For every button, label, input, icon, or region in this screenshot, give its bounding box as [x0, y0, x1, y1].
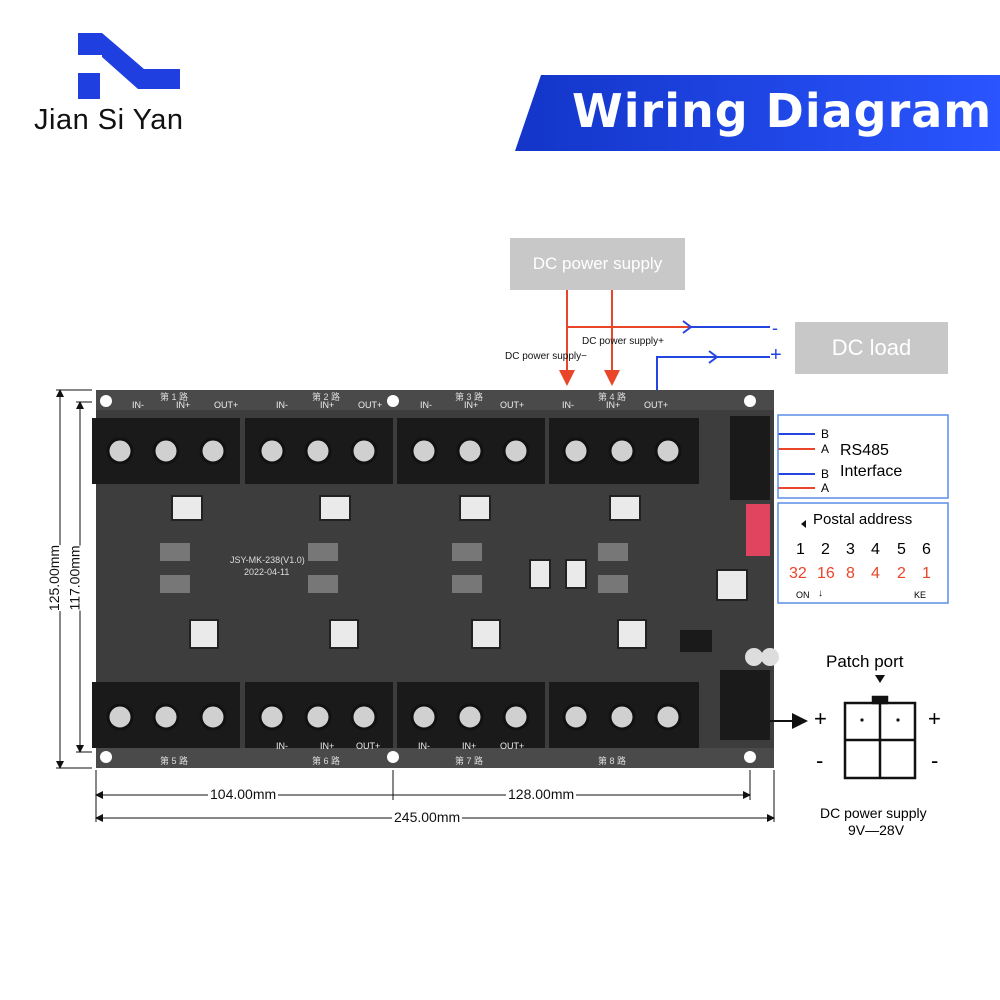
- brand-logo-icon: [78, 33, 180, 99]
- load-plus: +: [770, 344, 782, 366]
- terminal-label: OUT+: [358, 400, 383, 410]
- psu-minus-label: DC power supply−: [505, 351, 587, 362]
- terminal-label: IN+: [464, 400, 479, 410]
- patch-port-connector: [720, 670, 770, 740]
- terminal-label: IN+: [462, 741, 477, 751]
- terminal-label: OUT+: [500, 741, 525, 751]
- postal-position: 2: [821, 541, 830, 558]
- load-minus: -: [772, 318, 778, 338]
- dim-height-outer: 125.00mm: [46, 544, 63, 612]
- rs485-title: RS485: [840, 442, 889, 459]
- rs485-subtitle: Interface: [840, 463, 903, 480]
- postal-weight: 1: [922, 565, 931, 582]
- postal-weight: 8: [846, 565, 855, 582]
- postal-position: 6: [922, 541, 931, 558]
- rs485-connector: [730, 416, 770, 500]
- postal-position: 5: [897, 541, 906, 558]
- rs485-b1: B: [821, 427, 830, 441]
- dc-power-supply-box: DC power supply: [510, 238, 685, 290]
- postal-position: 3: [846, 541, 855, 558]
- banner-background: [515, 75, 1000, 151]
- postal-position: 1: [796, 541, 805, 558]
- board-model: JSY-MK-238(V1.0): [230, 555, 305, 565]
- bottom-screws: [106, 703, 682, 731]
- psu-plus-label: DC power supply+: [582, 336, 664, 347]
- postal-address-box: [777, 502, 949, 604]
- channel-8-label: 第 8 路: [598, 756, 627, 766]
- dim-width-total: 245.00mm: [392, 809, 463, 825]
- chips: [171, 495, 748, 649]
- terminal-label: IN-: [418, 741, 430, 751]
- channel-6-label: 第 6 路: [312, 756, 341, 766]
- terminal-label: OUT+: [214, 400, 239, 410]
- banner-title: Wiring Diagram: [572, 84, 993, 138]
- rs485-box: [777, 414, 949, 499]
- terminal-label: IN+: [320, 400, 335, 410]
- patch-plus-right: +: [928, 706, 941, 731]
- terminal-label: IN-: [276, 400, 288, 410]
- dim-width-left: 104.00mm: [208, 786, 279, 802]
- board-date: 2022-04-11: [244, 567, 290, 577]
- patch-voltage: 9V—28V: [848, 822, 905, 838]
- postal-on-label: ON: [796, 590, 810, 600]
- dim-height-inner: 117.00mm: [66, 545, 83, 611]
- terminal-label: IN+: [320, 741, 335, 751]
- channel-3-label: 第 3 路: [455, 392, 484, 402]
- postal-weight: 4: [871, 565, 880, 582]
- rs485-a1: A: [821, 442, 830, 456]
- postal-weight: 2: [897, 565, 906, 582]
- rs485-b2: B: [821, 467, 830, 481]
- channel-2-label: 第 2 路: [312, 392, 341, 402]
- brand-name: Jian Si Yan: [34, 104, 184, 136]
- postal-weight: 16: [817, 565, 835, 582]
- postal-ke-label: KE: [914, 590, 927, 600]
- terminal-label: IN-: [420, 400, 432, 410]
- channel-1-label: 第 1 路: [160, 392, 189, 402]
- terminal-label: OUT+: [500, 400, 525, 410]
- postal-position: 4: [871, 541, 880, 558]
- channel-5-label: 第 5 路: [160, 756, 189, 766]
- terminal-label: IN+: [176, 400, 191, 410]
- terminal-label: IN-: [132, 400, 144, 410]
- terminal-label: IN-: [276, 741, 288, 751]
- terminal-label: OUT+: [356, 741, 381, 751]
- pcb-board: [96, 390, 774, 768]
- patch-caption: DC power supply: [820, 805, 927, 821]
- patch-plus-left: +: [814, 706, 827, 731]
- terminal-label: IN-: [562, 400, 574, 410]
- patch-minus-right: -: [931, 748, 939, 773]
- rs485-a2: A: [821, 481, 830, 495]
- dip-switch: [746, 504, 770, 556]
- terminal-label: OUT+: [644, 400, 669, 410]
- top-screws: [106, 437, 682, 465]
- channel-7-label: 第 7 路: [455, 756, 484, 766]
- dim-width-right: 128.00mm: [506, 786, 577, 802]
- postal-weight: 32: [789, 565, 807, 582]
- relays: [160, 543, 628, 593]
- dc-load-box: DC load: [795, 322, 948, 374]
- postal-address-title: Postal address: [813, 511, 913, 528]
- terminal-label: IN+: [606, 400, 621, 410]
- postal-arrow: ↓: [818, 588, 823, 599]
- channel-4-label: 第 4 路: [598, 392, 627, 402]
- patch-minus-left: -: [816, 748, 824, 773]
- patch-port-title: Patch port: [826, 652, 904, 671]
- patch-port-icon: [843, 695, 917, 780]
